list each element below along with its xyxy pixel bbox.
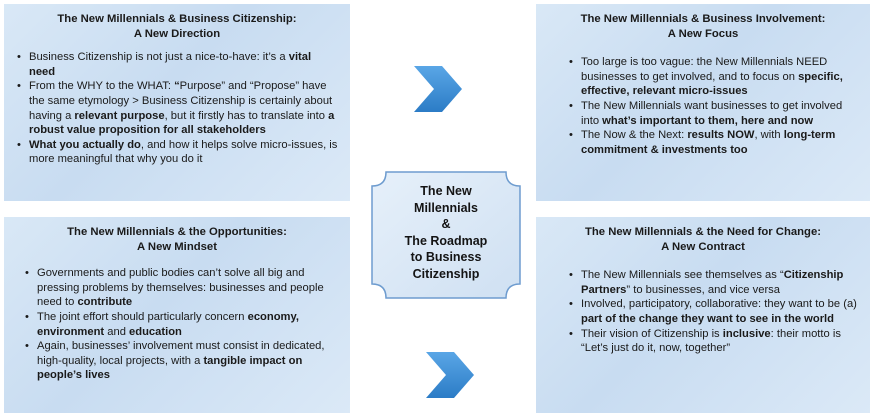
bullet-item: The New Millennials want businesses to g… — [566, 99, 860, 128]
bullet-text: , but it firstly has to translate into — [164, 109, 329, 122]
bullet-text: From the WHY to the WHAT: — [29, 80, 175, 93]
panel-title: The New Millennials & the Need for Chang… — [546, 225, 860, 254]
panel-title-line2: A New Direction — [133, 27, 221, 40]
panel-need-for-change: The New Millennials & the Need for Chang… — [536, 217, 870, 413]
bullet-item: Too large is too vague: the New Millenni… — [566, 55, 860, 99]
bullet-item: Involved, participatory, collaborative: … — [566, 297, 860, 326]
chevron-right-icon — [426, 352, 474, 398]
bullet-text: ” to businesses, and vice versa — [626, 283, 780, 296]
bullet-item: The Now & the Next: results NOW, with lo… — [566, 128, 860, 157]
bullet-text-bold: vital need — [29, 51, 312, 78]
center-title-line: to Business — [410, 250, 482, 264]
bullet-text-bold: “ — [174, 80, 180, 93]
panel-title: The New Millennials & Business Involveme… — [546, 12, 860, 41]
panel-business-involvement: The New Millennials & Business Involveme… — [536, 4, 870, 201]
bullet-text-bold: tangible impact on people’s lives — [37, 354, 303, 382]
center-title-line: The New — [420, 184, 472, 198]
bullet-list: Governments and public bodies can’t solv… — [14, 266, 340, 383]
bullet-text-bold: specific, effective, relevant micro-issu… — [581, 70, 843, 98]
bullet-text: , with — [754, 129, 784, 142]
panel-opportunities: The New Millennials & the Opportunities:… — [4, 217, 350, 413]
bullet-text-bold: results NOW — [687, 129, 755, 142]
bullet-text-bold: a robust value proposition for all stake… — [29, 109, 335, 137]
bullet-item: Governments and public bodies can’t solv… — [22, 266, 340, 310]
bullet-text: Purpose” and “Propose” have the same ety… — [29, 80, 333, 122]
bullet-list: Too large is too vague: the New Millenni… — [546, 55, 860, 157]
center-title-line: Millennials — [414, 200, 478, 215]
center-title-line: & — [441, 217, 451, 231]
center-title-line: Citizenship — [412, 266, 480, 281]
panel-title-line2: A New Focus — [667, 27, 739, 40]
bullet-item: Their vision of Citizenship is inclusive… — [566, 327, 860, 356]
bullet-text-bold: long-term commitment & investments too — [581, 129, 836, 156]
bullet-text-bold: economy, environment — [37, 311, 300, 338]
bullet-text: : their motto is “Let’s just do it, now,… — [581, 327, 841, 355]
bullet-text: Governments and public bodies can’t solv… — [37, 267, 324, 309]
bullet-text: Their vision of Citizenship is — [581, 327, 723, 340]
bullet-text: , and how it helps solve micro-issues, i… — [29, 138, 338, 166]
bullet-text-bold: contribute — [77, 296, 133, 309]
bullet-item: What you actually do, and how it helps s… — [14, 138, 340, 167]
bullet-text: and — [104, 325, 130, 338]
bullet-text-bold: education — [129, 325, 182, 338]
bullet-item: The joint effort should particularly con… — [22, 310, 340, 339]
bullet-text: The New Millennials want businesses to g… — [581, 100, 843, 127]
bullet-item: From the WHY to the WHAT: “Purpose” and … — [14, 79, 340, 137]
bullet-text: Too large is too vague: the New Millenni… — [581, 56, 828, 83]
bullet-item: The New Millennials see themselves as “C… — [566, 268, 860, 297]
bullet-text-bold: What you actually do — [29, 138, 141, 151]
bullet-list: Business Citizenship is not just a nice-… — [14, 50, 340, 167]
bullet-text: Business Citizenship is not just a nice-… — [29, 51, 289, 64]
panel-title-line1: The New Millennials & Business Citizensh… — [57, 13, 297, 25]
panel-title: The New Millennials & the Opportunities:… — [14, 225, 340, 254]
bullet-text: The Now & the Next: — [581, 129, 688, 142]
bullet-text-bold: Citizenship Partners — [581, 269, 844, 296]
bullet-text-bold: inclusive — [722, 327, 771, 340]
panel-title: The New Millennials & Business Citizensh… — [14, 12, 340, 41]
bullet-text: The joint effort should particularly con… — [37, 311, 248, 324]
bullet-list: The New Millennials see themselves as “C… — [546, 268, 860, 355]
panel-business-citizenship: The New Millennials & Business Citizensh… — [4, 4, 350, 201]
bullet-item: Again, businesses’ involvement must cons… — [22, 339, 340, 383]
panel-title-line1: The New Millennials & the Need for Chang… — [584, 226, 821, 238]
bullet-text: Involved, participatory, collaborative: … — [581, 298, 857, 311]
chevron-right-icon — [414, 66, 462, 112]
bullet-text-bold: part of the change they want to see in t… — [581, 313, 834, 326]
bullet-item: Business Citizenship is not just a nice-… — [14, 50, 340, 79]
bullet-text-bold: what’s important to them, here and now — [602, 114, 814, 127]
center-badge — [371, 171, 521, 299]
panel-title-line2: A New Contract — [661, 240, 745, 253]
bullet-text: The New Millennials see themselves as “ — [581, 269, 784, 282]
panel-title-line1: The New Millennials & Business Involveme… — [580, 13, 826, 25]
panel-title-line1: The New Millennials & the Opportunities: — [67, 226, 287, 238]
panel-title-line2: A New Mindset — [137, 240, 217, 253]
bullet-text-bold: relevant purpose — [74, 109, 165, 122]
bullet-text: Again, businesses’ involvement must cons… — [37, 340, 325, 367]
center-title-line: The Roadmap — [404, 233, 488, 248]
